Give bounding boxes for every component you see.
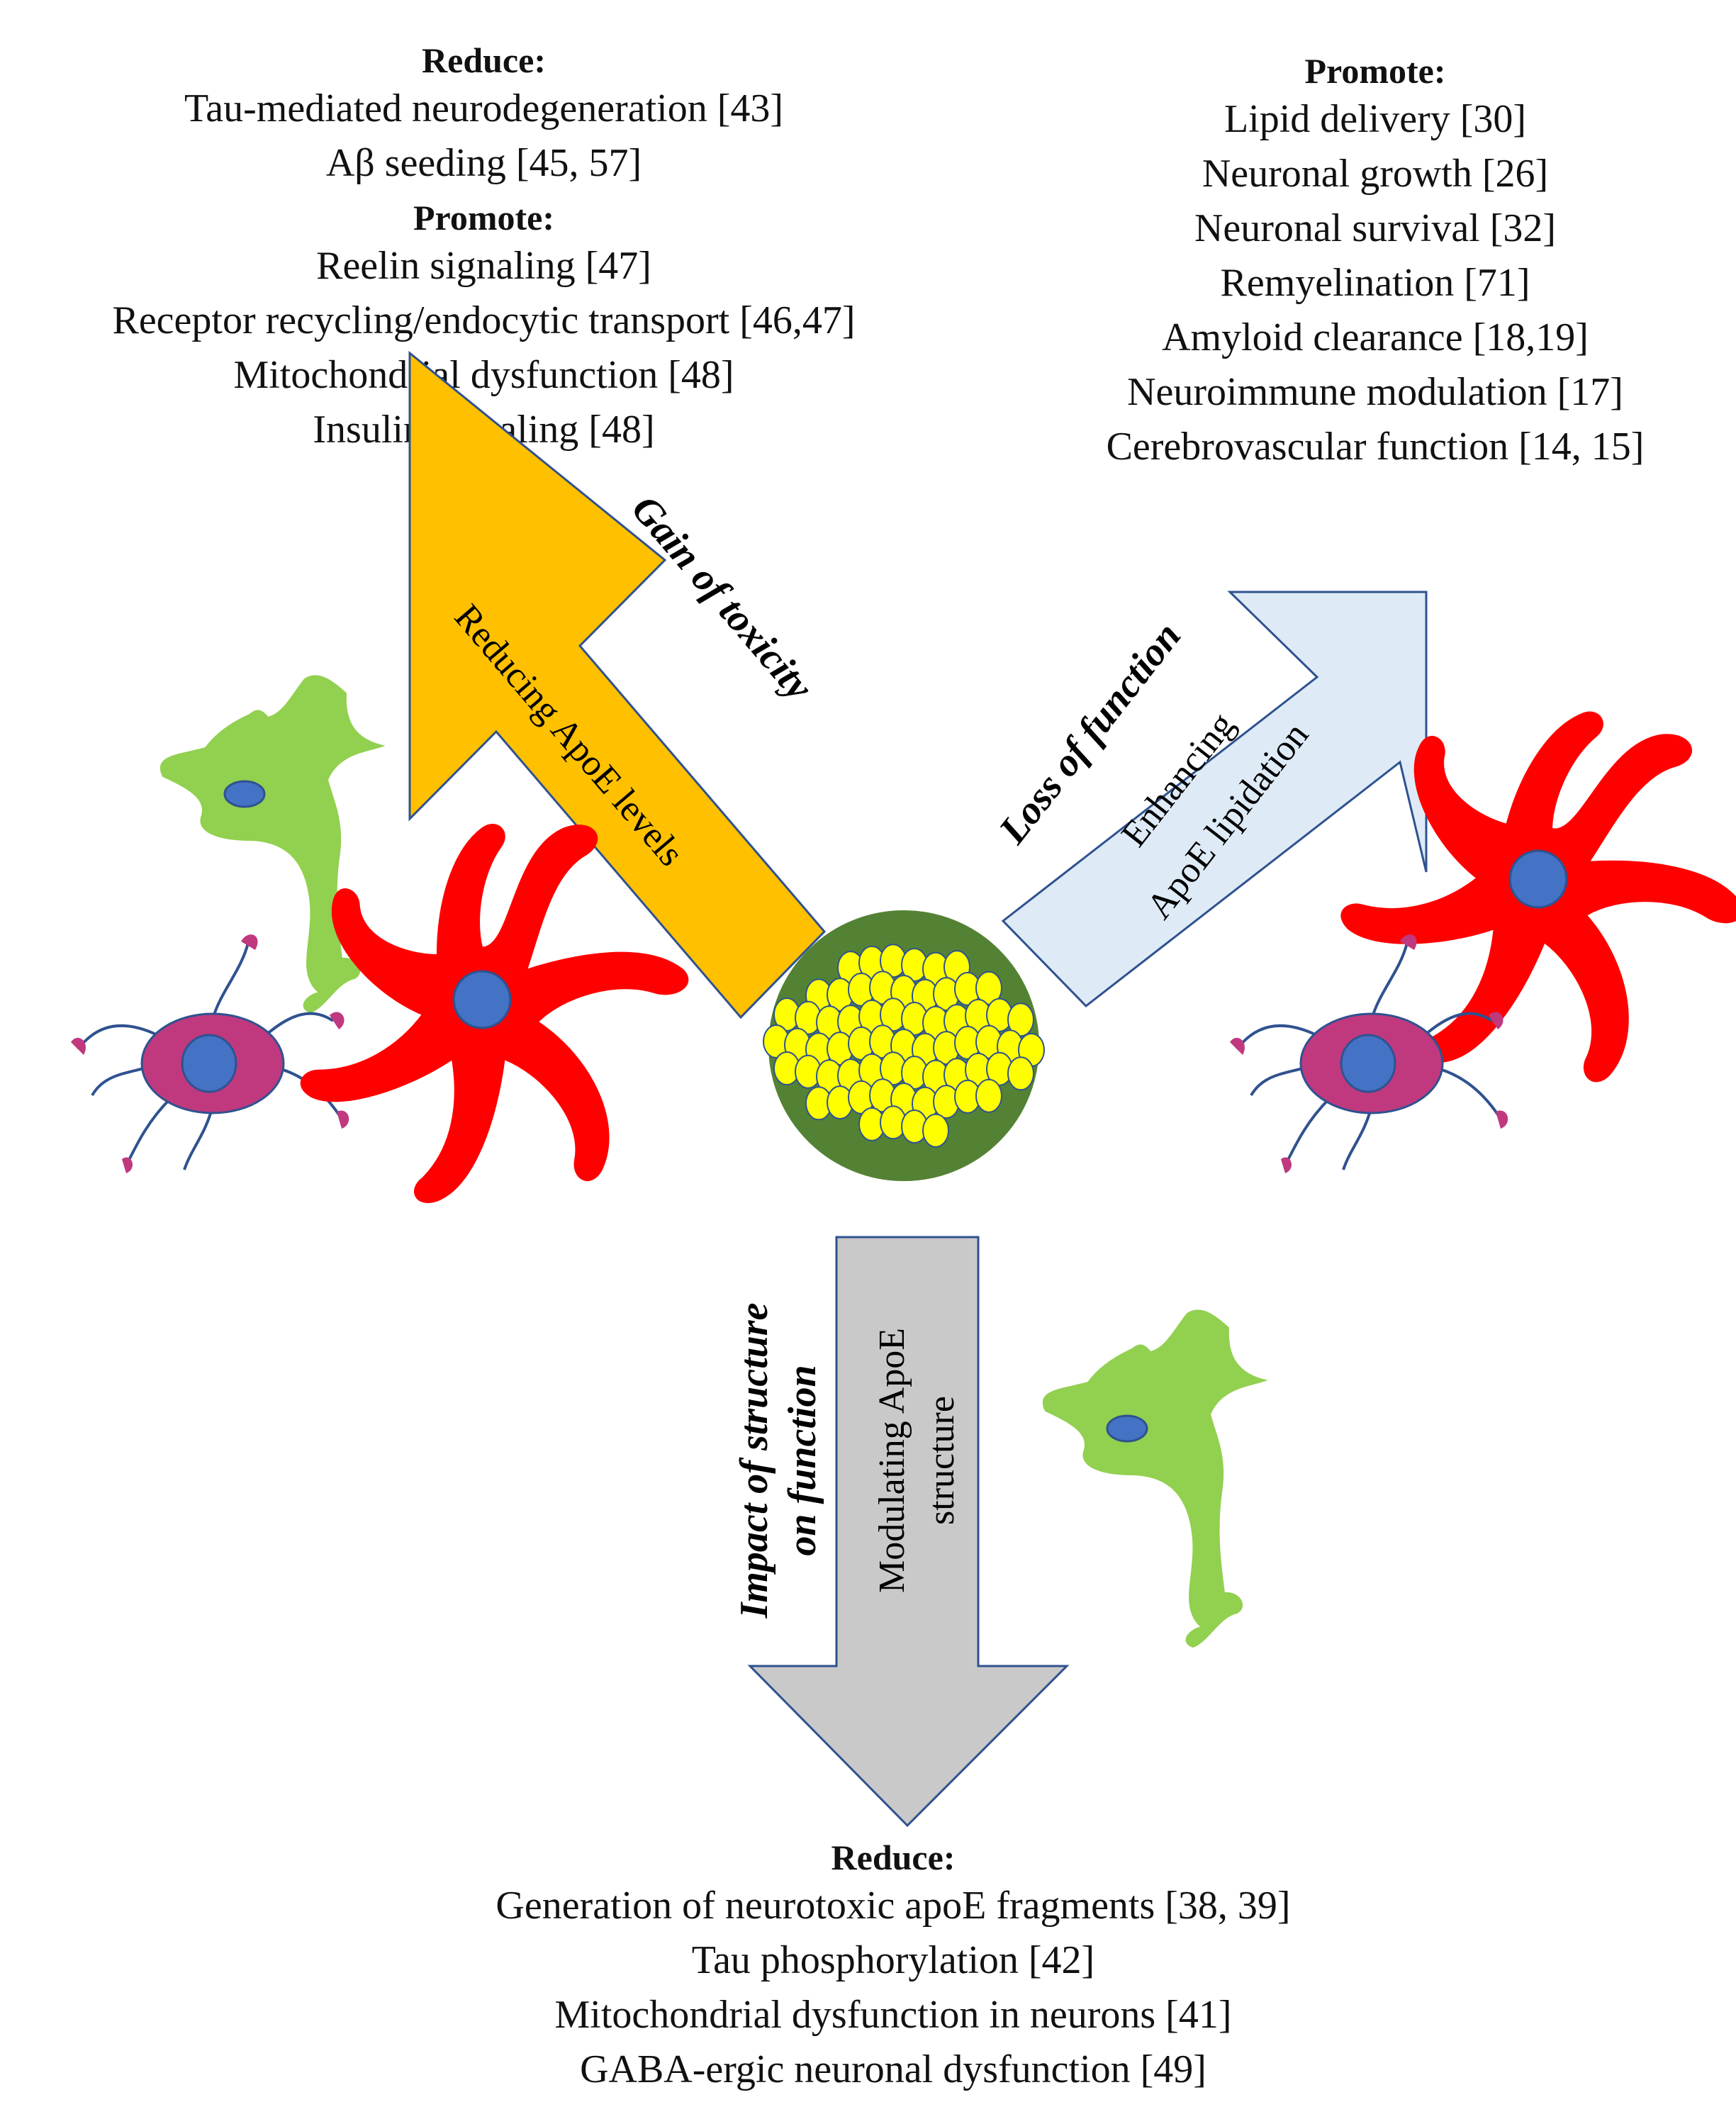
lipid-droplet [1007, 1002, 1034, 1037]
promote-heading: Promote: [413, 198, 554, 237]
effect-item: Tau-mediated neurodegeneration [43] [184, 86, 784, 130]
down-arrow-inner-label-2: structure [922, 1396, 962, 1525]
down-arrow-side-label-1: Impact of structure [732, 1303, 776, 1619]
right-arrow-shape [1001, 591, 1428, 1008]
bottom-effects: Reduce: Generation of neurotoxic apoE fr… [397, 1836, 1389, 2097]
top-right-effects: Promote: Lipid delivery [30] Neuronal gr… [1035, 50, 1715, 474]
effect-item: Tau phosphorylation [42] [691, 1938, 1095, 1982]
effect-item: Receptor recycling/endocytic transport [… [112, 298, 856, 342]
lipid-droplet [975, 1078, 1002, 1113]
neuron-icon [159, 675, 386, 1014]
impact-of-structure-arrow: Modulating ApoE structure Impact of stru… [732, 1236, 1070, 1828]
lipid-droplet [1007, 1056, 1034, 1091]
neuron-icon [1042, 1309, 1268, 1648]
effect-item: Amyloid clearance [18,19] [1162, 315, 1589, 359]
effect-item: Mitochondrial dysfunction [48] [233, 353, 734, 397]
down-arrow-side-label-2: on function [780, 1365, 824, 1555]
reduce-heading: Reduce: [422, 40, 546, 80]
effect-item: Aβ seeding [45, 57] [325, 141, 642, 185]
effect-item: Cerebrovascular function [14, 15] [1106, 425, 1645, 469]
effect-item: GABA-ergic neuronal dysfunction [49] [580, 2047, 1206, 2091]
lipoprotein-icon [763, 910, 1045, 1181]
microglia-icon [1230, 934, 1508, 1173]
reduce-heading: Reduce: [831, 1838, 956, 1877]
promote-heading: Promote: [1304, 51, 1446, 91]
lipid-droplet [922, 1113, 949, 1148]
down-arrow-shape [747, 1236, 1070, 1828]
microglia-icon [71, 934, 349, 1173]
effect-item: Remyelination [71] [1220, 261, 1530, 305]
left-arrow-shape [408, 350, 827, 1019]
left-arrow-side-label: Gain of toxicity [623, 487, 822, 709]
effect-item: Neuronal growth [26] [1202, 152, 1549, 196]
lipid-droplets [763, 944, 1045, 1148]
astrocyte-icon [1310, 662, 1736, 1129]
effect-item: Generation of neurotoxic apoE fragments … [495, 1884, 1291, 1928]
lipid-droplet [975, 971, 1002, 1005]
effect-item: Mitochondrial dysfunction in neurons [41… [554, 1993, 1232, 2037]
down-arrow-inner-label-1: Modulating ApoE [872, 1328, 912, 1593]
effect-item: Neuronal survival [32] [1194, 206, 1557, 250]
loss-of-function-arrow: Enhancing ApoE lipidation Loss of functi… [990, 591, 1428, 1008]
effect-item: Neuroimmune modulation [17] [1127, 370, 1623, 414]
astrocyte-icon [300, 823, 689, 1203]
effect-item: Lipid delivery [30] [1223, 97, 1527, 141]
effect-item: Reelin signaling [47] [316, 244, 651, 288]
